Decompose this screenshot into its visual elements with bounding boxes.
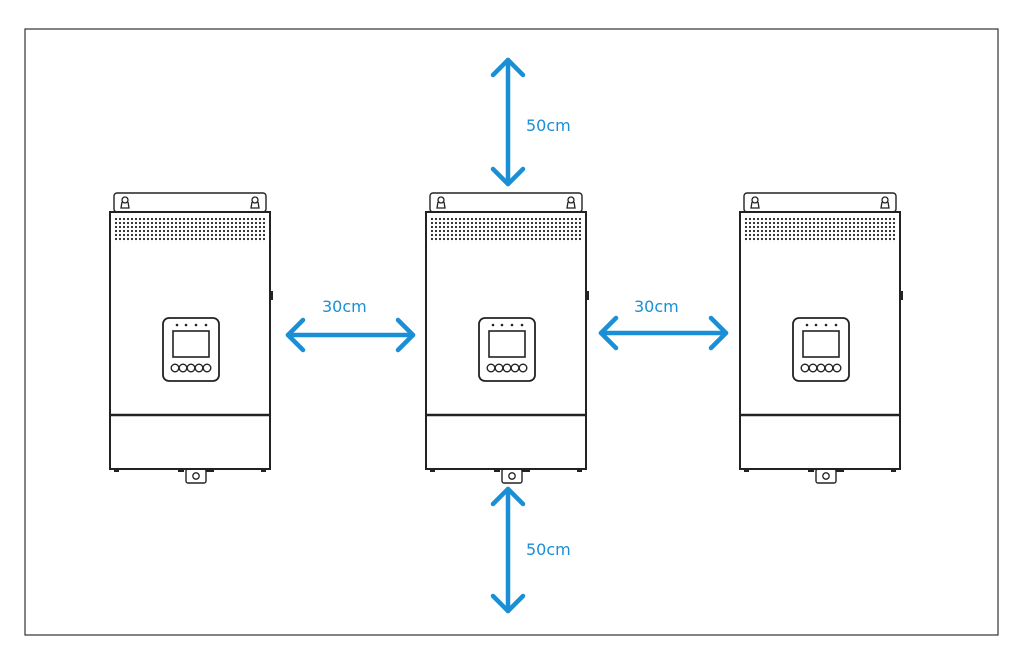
keyhole-icon: [566, 196, 576, 209]
top-clearance-label: 50cm: [526, 116, 571, 135]
inverter-unit-right: [739, 192, 903, 484]
inverter-unit-center: [425, 192, 589, 484]
control-panel: [162, 317, 220, 382]
left-gap-label: 30cm: [322, 297, 367, 316]
keyhole-icon: [750, 196, 760, 209]
keyhole-icon: [250, 196, 260, 209]
indicator-led-icon: [805, 323, 838, 327]
arrow-top-clearance: [490, 57, 526, 187]
bottom-clearance-label: 50cm: [526, 540, 571, 559]
lcd-screen: [802, 330, 840, 358]
arrow-right-gap: [598, 315, 729, 351]
arrow-left-gap: [285, 317, 416, 353]
keyhole-icon: [120, 196, 130, 209]
keyhole-icon: [880, 196, 890, 209]
lcd-screen: [488, 330, 526, 358]
vent-grille: [114, 216, 266, 242]
lcd-screen: [172, 330, 210, 358]
control-panel: [478, 317, 536, 382]
inverter-unit-left: [109, 192, 273, 484]
button-icon: [800, 363, 842, 373]
arrow-bottom-clearance: [490, 486, 526, 614]
indicator-led-icon: [491, 323, 524, 327]
vent-grille: [744, 216, 896, 242]
button-icon: [486, 363, 528, 373]
wall-frame: [24, 28, 999, 636]
control-panel: [792, 317, 850, 382]
vent-grille: [430, 216, 582, 242]
right-gap-label: 30cm: [634, 297, 679, 316]
indicator-led-icon: [175, 323, 208, 327]
button-icon: [170, 363, 212, 373]
keyhole-icon: [436, 196, 446, 209]
